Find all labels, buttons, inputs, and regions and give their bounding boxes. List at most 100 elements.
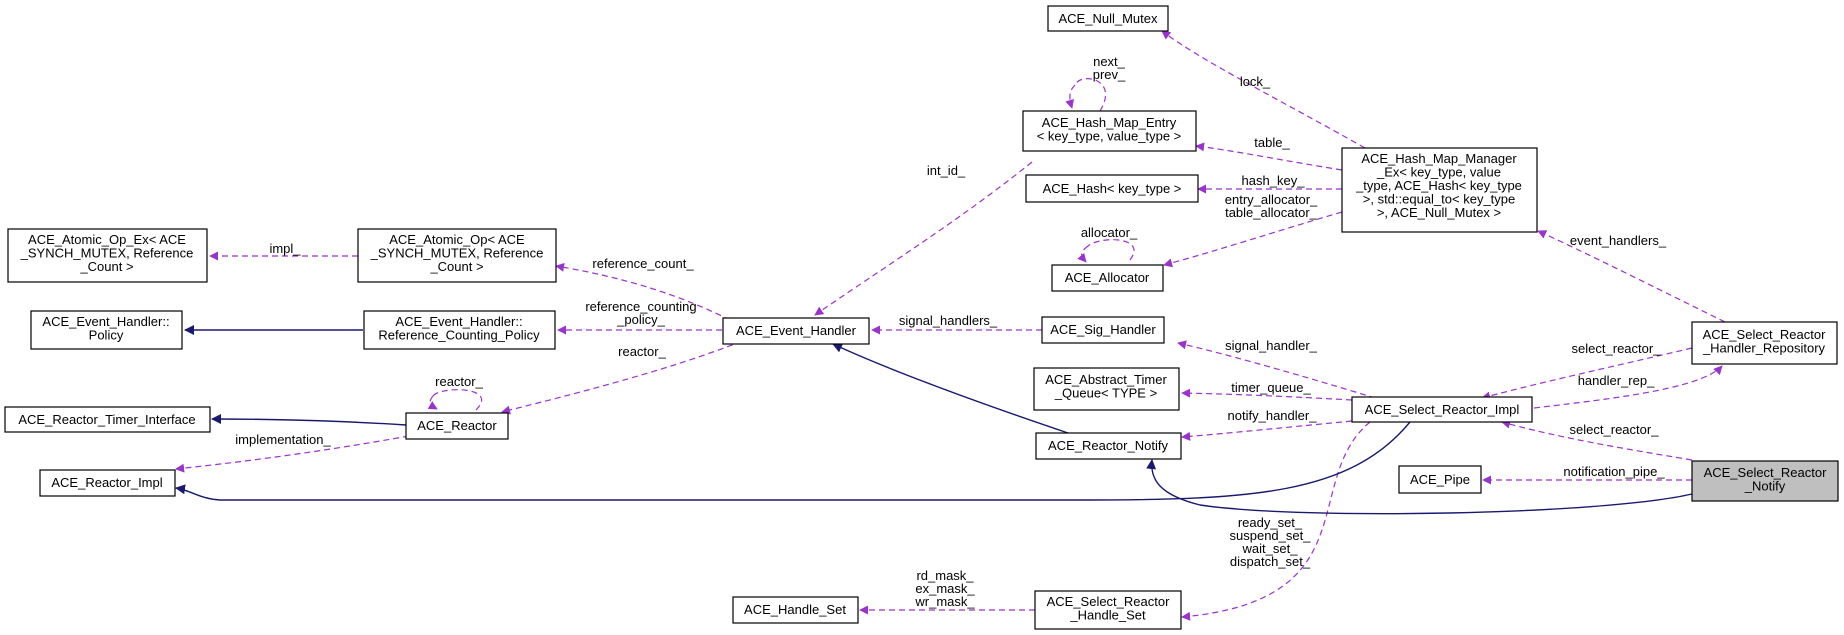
node-label-line: ACE_Pipe xyxy=(1410,472,1470,487)
node-label-line: ACE_Hash_Map_Manager xyxy=(1361,151,1517,166)
label-event-handlers: event_handlers_ xyxy=(1570,233,1667,248)
node-ace-allocator[interactable]: ACE_Allocator xyxy=(1051,264,1164,292)
node-label-line: ACE_Select_Reactor xyxy=(1703,327,1827,342)
node-label-line: _Count > xyxy=(79,259,133,274)
node-ace-hash[interactable]: ACE_Hash< key_type > xyxy=(1025,174,1199,203)
label-implementation: implementation_ xyxy=(235,432,331,447)
node-label-line: _Handle_Set xyxy=(1069,608,1146,623)
node-ace-event-handler-policy[interactable]: ACE_Event_Handler::Policy xyxy=(30,310,183,350)
edge-label-line: signal_handlers_ xyxy=(899,313,998,328)
node-ace-select-reactor-handler-repository[interactable]: ACE_Select_Reactor_Handler_Repository xyxy=(1691,321,1838,365)
node-label-line: ACE_Hash< key_type > xyxy=(1043,181,1182,196)
inherit-reactor-impl xyxy=(175,421,1411,501)
node-ace-select-reactor-handle-set[interactable]: ACE_Select_Reactor_Handle_Set xyxy=(1034,590,1182,630)
svg-text:ACE_Event_Handler::Reference_C: ACE_Event_Handler::Reference_Counting_Po… xyxy=(378,314,540,343)
edge-label-line: event_handlers_ xyxy=(1570,233,1667,248)
label-impl: impl_ xyxy=(269,241,301,256)
edge-label-line: wait_set_ xyxy=(1242,541,1299,556)
edge-event-handlers xyxy=(1537,230,1726,323)
label-int-id: int_id_ xyxy=(927,163,966,178)
edge-label-line: ready_set_ xyxy=(1238,515,1303,530)
svg-text:ACE_Null_Mutex: ACE_Null_Mutex xyxy=(1059,11,1158,26)
svg-text:ACE_Reactor_Notify: ACE_Reactor_Notify xyxy=(1048,438,1168,453)
edge-table xyxy=(1195,142,1343,171)
label-select-reactor-2: select_reactor_ xyxy=(1570,422,1660,437)
edge-label-line: hash_key_ xyxy=(1242,173,1306,188)
edge-label-line: impl_ xyxy=(269,241,301,256)
node-ace-select-reactor-impl[interactable]: ACE_Select_Reactor_Impl xyxy=(1351,396,1533,423)
node-ace-reactor-impl[interactable]: ACE_Reactor_Impl xyxy=(39,469,176,497)
edge-lock xyxy=(1161,30,1366,149)
node-ace-handle-set[interactable]: ACE_Handle_Set xyxy=(732,596,859,624)
edge-reactor xyxy=(501,340,743,415)
node-label-line: _SYNCH_MUTEX, Reference xyxy=(20,246,194,261)
edge-label-line: prev_ xyxy=(1093,67,1126,82)
svg-text:ACE_Hash_Map_Manager_Ex< key_t: ACE_Hash_Map_Manager_Ex< key_type, value… xyxy=(1355,151,1522,220)
label-reactor-self: reactor_ xyxy=(435,374,483,389)
edge-label-line: table_ xyxy=(1254,135,1290,150)
edge-label-line: implementation_ xyxy=(235,432,331,447)
svg-text:ACE_Reactor_Timer_Interface: ACE_Reactor_Timer_Interface xyxy=(18,412,195,427)
edge-label-line: signal_handler_ xyxy=(1225,338,1318,353)
node-ace-abstract-timer-queue[interactable]: ACE_Abstract_Timer_Queue< TYPE > xyxy=(1033,367,1180,411)
label-signal-handlers: signal_handlers_ xyxy=(899,313,998,328)
edge-select-reactor-2 xyxy=(1501,419,1693,461)
node-ace-event-handler-reference-counting-policy[interactable]: ACE_Event_Handler::Reference_Counting_Po… xyxy=(363,310,556,350)
inherit-select-reactor-notify xyxy=(1146,459,1693,515)
node-ace-reactor-notify[interactable]: ACE_Reactor_Notify xyxy=(1035,432,1182,460)
node-label-line: ACE_Event_Handler xyxy=(736,323,857,338)
node-label-line: ACE_Abstract_Timer xyxy=(1045,372,1167,387)
node-label-line: ACE_Select_Reactor_Impl xyxy=(1365,402,1520,417)
node-label-line: ACE_Select_Reactor xyxy=(1704,465,1828,480)
edge-label-line: reference_count_ xyxy=(592,256,694,271)
svg-text:ACE_Pipe: ACE_Pipe xyxy=(1410,472,1470,487)
node-ace-hash-map-manager-ex[interactable]: ACE_Hash_Map_Manager_Ex< key_type, value… xyxy=(1341,147,1538,233)
label-handler-rep: handler_rep_ xyxy=(1578,373,1655,388)
node-ace-reactor[interactable]: ACE_Reactor xyxy=(405,412,509,440)
node-ace-atomic-op-ex[interactable]: ACE_Atomic_Op_Ex< ACE_SYNCH_MUTEX, Refer… xyxy=(7,228,208,283)
edge-signal-handler xyxy=(1177,340,1386,402)
svg-text:ACE_Select_Reactor_Handle_Set: ACE_Select_Reactor_Handle_Set xyxy=(1047,594,1171,623)
node-label-line: ACE_Reactor_Timer_Interface xyxy=(18,412,195,427)
node-ace-sig-handler[interactable]: ACE_Sig_Handler xyxy=(1041,316,1165,344)
label-reference-counting-policy: reference_counting_policy_ xyxy=(585,299,696,327)
node-ace-null-mutex[interactable]: ACE_Null_Mutex xyxy=(1047,5,1169,32)
node-label-line: ACE_Reactor_Notify xyxy=(1048,438,1168,453)
node-ace-select-reactor-notify[interactable]: ACE_Select_Reactor_Notify xyxy=(1691,460,1839,502)
edge-label-line: handler_rep_ xyxy=(1578,373,1655,388)
edge-allocator-self xyxy=(1082,239,1135,262)
edge-label-line: select_reactor_ xyxy=(1572,341,1662,356)
label-sets: ready_set_suspend_set_wait_set_dispatch_… xyxy=(1230,515,1312,569)
label-masks: rd_mask_ex_mask_wr_mask_ xyxy=(914,568,975,609)
node-label-line: Reference_Counting_Policy xyxy=(378,328,540,343)
node-label-line: >, std::equal_to< key_type xyxy=(1363,192,1516,207)
svg-text:ACE_Select_Reactor_Impl: ACE_Select_Reactor_Impl xyxy=(1365,402,1520,417)
edge-label-line: wr_mask_ xyxy=(914,594,975,609)
edge-labels: lock_ next_prev_ table_ int_id_ hash_key… xyxy=(235,54,1667,609)
edge-implementation xyxy=(175,435,410,473)
node-label-line: ACE_Atomic_Op< ACE xyxy=(389,232,525,247)
node-label-line: _Ex< key_type, value xyxy=(1376,165,1501,180)
node-ace-event-handler[interactable]: ACE_Event_Handler xyxy=(722,317,870,345)
edge-label-line: allocator_ xyxy=(1081,225,1138,240)
edge-reference-count xyxy=(555,262,731,321)
svg-text:ACE_Select_Reactor_Handler_Rep: ACE_Select_Reactor_Handler_Repository xyxy=(1702,327,1826,356)
edge-label-line: timer_queue_ xyxy=(1231,380,1311,395)
node-ace-pipe[interactable]: ACE_Pipe xyxy=(1398,465,1482,494)
svg-text:ACE_Abstract_Timer_Queue< TYPE: ACE_Abstract_Timer_Queue< TYPE > xyxy=(1045,372,1167,401)
edge-label-line: table_allocator_ xyxy=(1225,205,1318,220)
svg-text:ACE_Reactor_Impl: ACE_Reactor_Impl xyxy=(51,475,162,490)
node-ace-atomic-op[interactable]: ACE_Atomic_Op< ACE_SYNCH_MUTEX, Referenc… xyxy=(357,228,557,283)
label-notify-handler: notify_handler_ xyxy=(1228,408,1318,423)
svg-text:ACE_Select_Reactor_Notify: ACE_Select_Reactor_Notify xyxy=(1704,465,1828,494)
edge-label-line: notification_pipe_ xyxy=(1563,464,1665,479)
label-entry-table-allocator: entry_allocator_table_allocator_ xyxy=(1225,192,1318,220)
inherit-reactor-timer-interface xyxy=(211,414,407,426)
node-label-line: ACE_Allocator xyxy=(1065,270,1150,285)
node-ace-hash-map-entry[interactable]: ACE_Hash_Map_Entry< key_type, value_type… xyxy=(1022,110,1197,152)
node-ace-reactor-timer-interface[interactable]: ACE_Reactor_Timer_Interface xyxy=(4,406,211,433)
node-label-line: ACE_Select_Reactor xyxy=(1047,594,1171,609)
edge-handler-rep xyxy=(1533,365,1723,409)
edge-label-line: lock_ xyxy=(1240,74,1271,89)
